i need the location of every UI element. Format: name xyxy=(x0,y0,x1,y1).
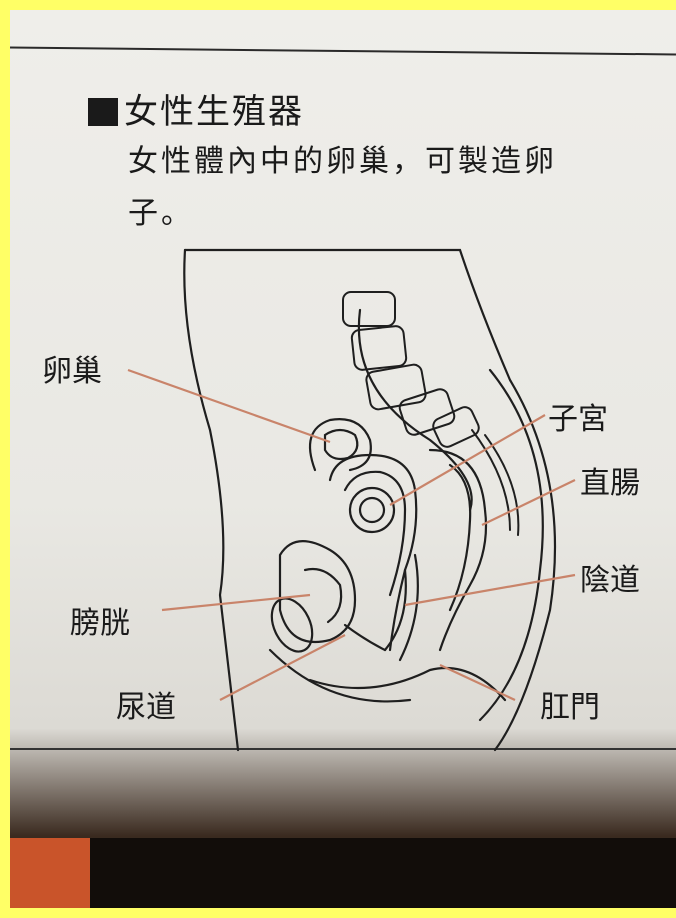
pelvic-floor xyxy=(310,668,505,700)
label-vagina: 陰道 xyxy=(580,555,640,599)
leader-rectum xyxy=(482,480,575,525)
book-page-photo: 女性生殖器 女性體內中的卵巢，可製造卵子。 xyxy=(10,10,676,908)
leader-ovary xyxy=(128,370,330,442)
leader-anus xyxy=(440,665,515,700)
vagina-canal-2 xyxy=(400,555,418,660)
body-outline-left xyxy=(184,250,238,750)
pubic-bone xyxy=(264,592,320,658)
label-rectum: 直腸 xyxy=(580,458,640,502)
urethra-canal xyxy=(345,625,385,650)
leader-vagina xyxy=(405,575,575,605)
leader-bladder xyxy=(162,595,310,610)
label-ovary: 卵巢 xyxy=(42,346,102,390)
label-anus: 肛門 xyxy=(540,682,600,726)
label-bladder: 膀胱 xyxy=(70,598,130,642)
uterus-body-circle xyxy=(350,488,394,532)
perineum-line xyxy=(270,650,410,701)
label-urethra: 尿道 xyxy=(116,682,176,726)
ovary-shape xyxy=(325,430,357,459)
leader-lines xyxy=(128,370,575,700)
uterus-inner-circle xyxy=(360,498,384,522)
bladder-shape xyxy=(280,541,355,642)
bladder-inner xyxy=(305,569,341,622)
rectum-shape xyxy=(430,450,486,650)
uterus-shape xyxy=(330,455,416,650)
label-uterus: 子宮 xyxy=(548,394,608,438)
uterus-inner xyxy=(345,472,405,595)
anatomy-diagram xyxy=(10,10,676,908)
